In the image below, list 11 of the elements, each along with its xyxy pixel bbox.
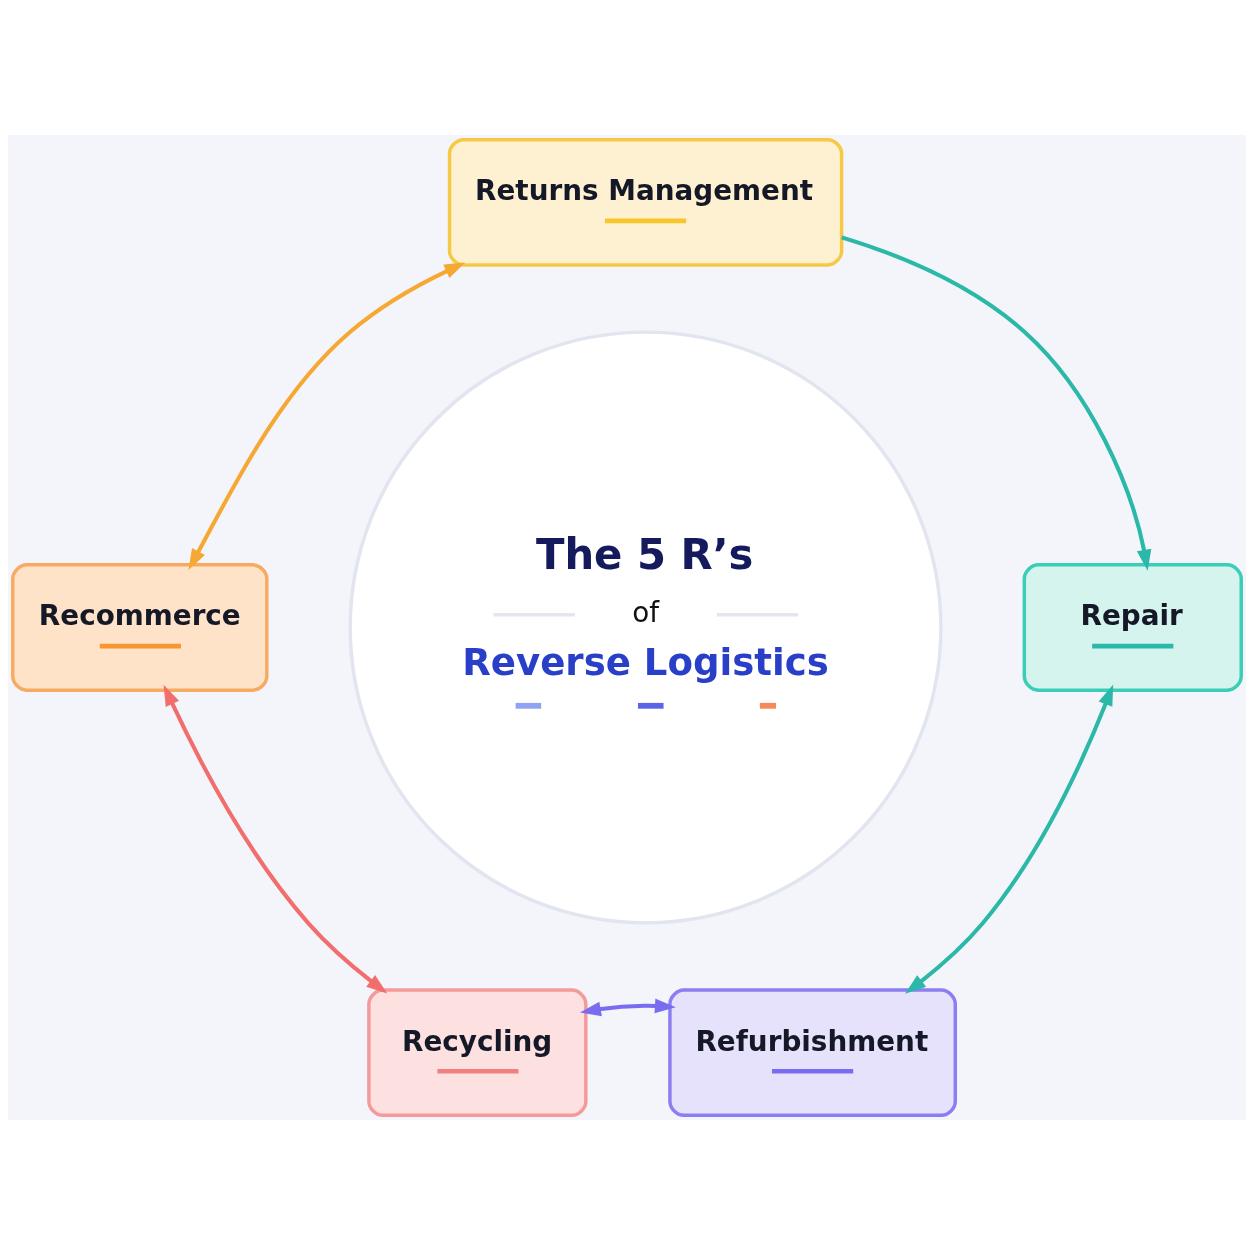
- node-box: Refurbishment: [668, 987, 958, 1117]
- arrow: [905, 684, 1114, 994]
- arrow: [188, 262, 466, 570]
- node-box: Recycling: [367, 987, 588, 1117]
- node-circle: The 5 R’s of Reverse Logistics: [348, 329, 943, 925]
- arrow: [841, 234, 1152, 571]
- node-box: Recommerce: [11, 562, 269, 692]
- node-box: Returns Management: [447, 137, 844, 267]
- arrow: [580, 998, 676, 1016]
- node-box: Repair: [1022, 562, 1243, 692]
- arrow: [163, 684, 388, 994]
